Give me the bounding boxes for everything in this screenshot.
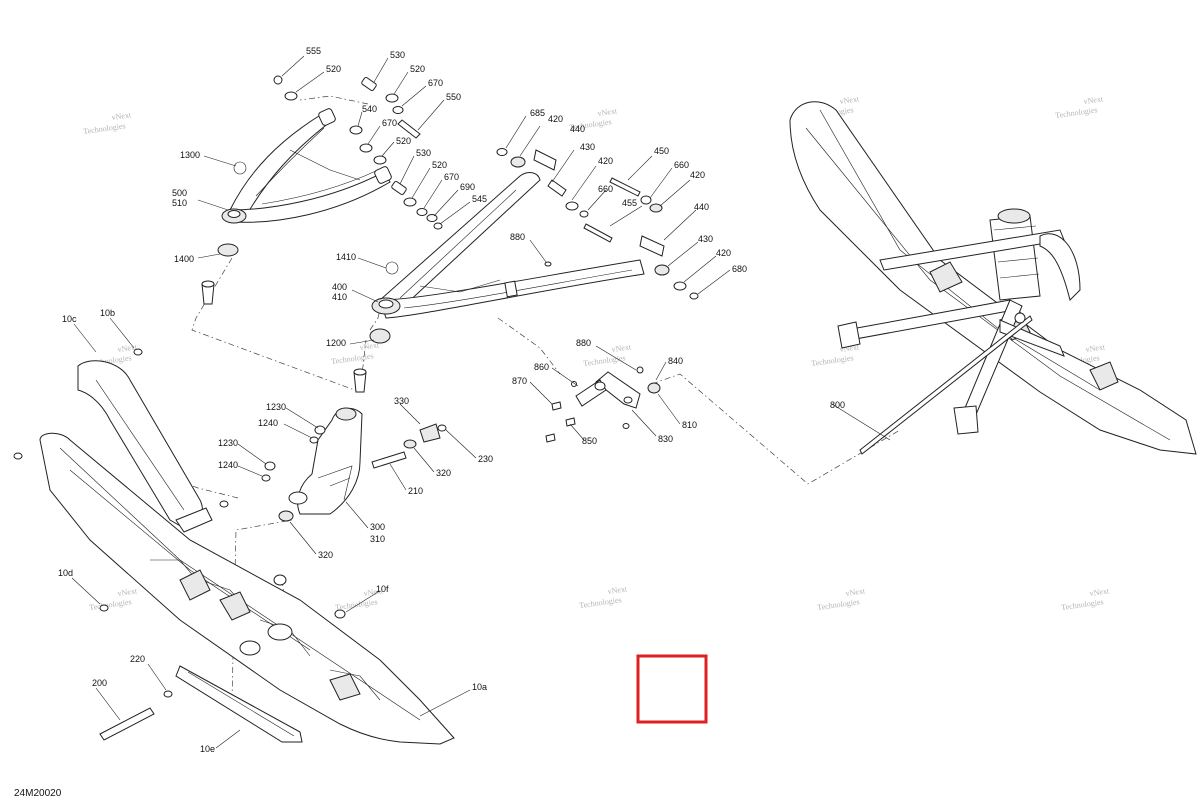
callout-10b: 10b bbox=[100, 308, 115, 318]
callout-540: 540 bbox=[362, 104, 377, 114]
callout-1240: 1240 bbox=[258, 418, 278, 428]
callout-555: 555 bbox=[306, 46, 321, 56]
callout-550: 550 bbox=[446, 92, 461, 102]
callout-220: 220 bbox=[130, 654, 145, 664]
watermark-line2: Technologies bbox=[1061, 597, 1104, 612]
watermark-line1: vNext bbox=[359, 340, 380, 352]
callout-440: 440 bbox=[694, 202, 709, 212]
callout-200: 200 bbox=[92, 678, 107, 688]
callout-530: 530 bbox=[416, 148, 431, 158]
callout-670: 670 bbox=[382, 118, 397, 128]
callout-1200: 1200 bbox=[326, 338, 346, 348]
callout-320: 320 bbox=[318, 550, 333, 560]
callout-510: 510 bbox=[172, 198, 187, 208]
callout-1230: 1230 bbox=[218, 438, 238, 448]
callout-520: 520 bbox=[396, 136, 411, 146]
callout-520: 520 bbox=[410, 64, 425, 74]
callout-10c: 10c bbox=[62, 314, 77, 324]
callout-690: 690 bbox=[460, 182, 475, 192]
callout-320: 320 bbox=[436, 468, 451, 478]
callout-10d: 10d bbox=[58, 568, 73, 578]
callout-660: 660 bbox=[674, 160, 689, 170]
callout-430: 430 bbox=[698, 234, 713, 244]
watermark-line1: vNext bbox=[363, 586, 384, 598]
watermark-line1: vNext bbox=[117, 342, 138, 354]
callout-330: 330 bbox=[394, 396, 409, 406]
callout-455: 455 bbox=[622, 198, 637, 208]
callout-420: 420 bbox=[548, 114, 563, 124]
watermark-line1: vNext bbox=[845, 586, 866, 598]
upper-a-arm bbox=[221, 108, 392, 224]
leader-lines bbox=[71, 55, 891, 749]
watermark-line1: vNext bbox=[611, 342, 632, 354]
callout-520: 520 bbox=[432, 160, 447, 170]
callout-10f: 10f bbox=[376, 584, 389, 594]
callout-1230: 1230 bbox=[266, 402, 286, 412]
upper-arm-hardware bbox=[201, 75, 443, 305]
callout-420: 420 bbox=[716, 248, 731, 258]
lower-arm-hardware bbox=[353, 148, 699, 393]
watermark-line1: vNext bbox=[597, 106, 618, 118]
callout-520: 520 bbox=[326, 64, 341, 74]
watermark-line1: vNext bbox=[1083, 94, 1104, 106]
callout-210: 210 bbox=[408, 486, 423, 496]
callout-880: 880 bbox=[576, 338, 591, 348]
watermark-line2: Technologies bbox=[1055, 105, 1098, 120]
callout-685: 685 bbox=[530, 108, 545, 118]
callout-labels: 555 520 530 520 670 550 540 670 520 1300… bbox=[58, 46, 845, 754]
callout-880: 880 bbox=[510, 232, 525, 242]
ski-assembly bbox=[13, 348, 455, 745]
callout-1240: 1240 bbox=[218, 460, 238, 470]
callout-810: 810 bbox=[682, 420, 697, 430]
callout-680: 680 bbox=[732, 264, 747, 274]
watermark-line2: Technologies bbox=[811, 353, 854, 368]
callout-800: 800 bbox=[830, 400, 845, 410]
callout-1410: 1410 bbox=[336, 252, 356, 262]
assembled-ski-view bbox=[789, 101, 1197, 455]
callout-10e: 10e bbox=[200, 744, 215, 754]
watermark-line2: Technologies bbox=[331, 351, 374, 366]
watermark-line2: Technologies bbox=[817, 597, 860, 612]
watermark-line1: vNext bbox=[839, 94, 860, 106]
watermark-line1: vNext bbox=[839, 342, 860, 354]
drawing-reference-code: 24M20020 bbox=[14, 788, 62, 799]
watermark-line1: vNext bbox=[1089, 586, 1110, 598]
callout-1400: 1400 bbox=[174, 254, 194, 264]
watermark-line1: vNext bbox=[111, 110, 132, 122]
callout-850: 850 bbox=[582, 436, 597, 446]
callout-1300: 1300 bbox=[180, 150, 200, 160]
callout-500: 500 bbox=[172, 188, 187, 198]
callout-860: 860 bbox=[534, 362, 549, 372]
sway-bar-link bbox=[545, 366, 661, 443]
callout-430: 430 bbox=[580, 142, 595, 152]
watermark-line2: Technologies bbox=[579, 595, 622, 610]
highlight-box[interactable] bbox=[636, 654, 708, 724]
callout-870: 870 bbox=[512, 376, 527, 386]
callout-420: 420 bbox=[690, 170, 705, 180]
callout-410: 410 bbox=[332, 292, 347, 302]
callout-300: 300 bbox=[370, 522, 385, 532]
ski-spindle bbox=[261, 407, 447, 522]
callout-530: 530 bbox=[390, 50, 405, 60]
callout-450: 450 bbox=[654, 146, 669, 156]
watermark-line1: vNext bbox=[1085, 342, 1106, 354]
callout-830: 830 bbox=[658, 434, 673, 444]
callout-670: 670 bbox=[444, 172, 459, 182]
callout-420: 420 bbox=[598, 156, 613, 166]
callout-10a: 10a bbox=[472, 682, 487, 692]
callout-670: 670 bbox=[428, 78, 443, 88]
callout-230: 230 bbox=[478, 454, 493, 464]
watermark-line1: vNext bbox=[607, 584, 628, 596]
watermark-line2: Technologies bbox=[583, 353, 626, 368]
lower-a-arm bbox=[371, 172, 645, 319]
callout-400: 400 bbox=[332, 282, 347, 292]
callout-310: 310 bbox=[370, 534, 385, 544]
callout-545: 545 bbox=[472, 194, 487, 204]
callout-440: 440 bbox=[570, 124, 585, 134]
watermark-line2: Technologies bbox=[83, 121, 126, 136]
watermark-line1: vNext bbox=[117, 586, 138, 598]
callout-840: 840 bbox=[668, 356, 683, 366]
callout-660: 660 bbox=[598, 184, 613, 194]
